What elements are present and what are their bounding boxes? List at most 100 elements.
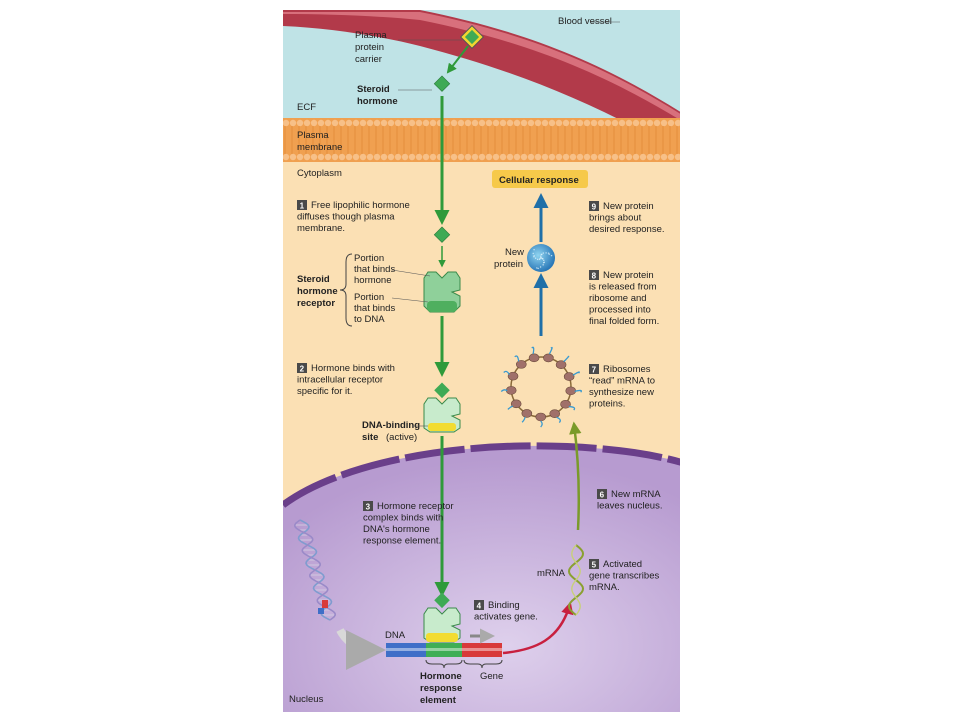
ribosome xyxy=(507,399,522,410)
arrow-dna-to-strand xyxy=(336,627,386,670)
step-text-line: Free lipophilic hormone xyxy=(311,200,410,211)
label-ecf: ECF xyxy=(297,102,316,113)
step-text-line: diffuses though plasma xyxy=(297,212,395,223)
step-number: 1 xyxy=(300,202,305,211)
steroid-hormone-molecule xyxy=(433,75,451,92)
membrane-lipids xyxy=(283,119,680,161)
step-text-line: New protein xyxy=(603,201,654,212)
step-number: 4 xyxy=(477,602,482,611)
label-binds-dna-3: to DNA xyxy=(354,314,385,325)
label-carrier-3: carrier xyxy=(355,54,382,65)
label-binds-hormone-1: Portion xyxy=(354,253,384,264)
label-cytoplasm: Cytoplasm xyxy=(297,168,342,179)
arrow-mrna-leaves-nucleus xyxy=(569,421,582,531)
hre-brace xyxy=(425,659,463,669)
step-text-line: specific for it. xyxy=(297,386,352,397)
label-receptor-1: Steroid xyxy=(297,274,330,285)
label-binds-dna-2: that binds xyxy=(354,303,395,314)
step-text-line: DNA's hormone xyxy=(363,524,430,535)
label-binds-dna-1: Portion xyxy=(354,292,384,303)
label-new-protein-1: New xyxy=(505,247,524,258)
step-number: 3 xyxy=(366,503,371,512)
step-text-line: final folded form. xyxy=(589,316,659,327)
dna-helix xyxy=(293,519,337,621)
ribosome-ring xyxy=(500,346,583,428)
receptor-brace xyxy=(339,253,353,327)
ribosome xyxy=(563,371,580,381)
step-text-line: membrane. xyxy=(297,223,345,234)
dna-segment-hre xyxy=(426,643,462,657)
step-text-line: “read” mRNA to xyxy=(589,376,655,387)
label-hre-3: element xyxy=(420,695,457,706)
plasma-protein-carrier xyxy=(459,24,485,50)
ribosome xyxy=(555,355,570,370)
label-mrna: mRNA xyxy=(537,568,566,579)
step-text-line: proteins. xyxy=(589,399,625,410)
ribosome xyxy=(549,409,561,424)
nuclear-envelope xyxy=(283,442,680,508)
step-number-badge xyxy=(297,200,307,210)
cellular-response-box xyxy=(492,170,588,188)
step-number: 9 xyxy=(592,203,597,212)
ribosome xyxy=(503,370,519,381)
label-carrier-1: Plasma xyxy=(355,30,387,41)
dna-segment-gene xyxy=(462,643,502,657)
step-text-line: is released from xyxy=(589,282,657,293)
complex-on-dna xyxy=(423,592,461,643)
arrow-carrier-to-hormone xyxy=(446,45,469,74)
step-number-badge xyxy=(589,270,599,280)
ribosome xyxy=(528,346,540,363)
label-binds-hormone-2: that binds xyxy=(354,264,395,275)
hormone-receptor-complex xyxy=(423,382,461,433)
gene-brace xyxy=(463,659,503,669)
dna-strand xyxy=(386,643,502,657)
step-number-badge xyxy=(589,559,599,569)
step-text-line: New mRNA xyxy=(611,489,661,500)
step-number-badge xyxy=(589,364,599,374)
label-steroid-hormone-1: Steroid xyxy=(357,84,390,95)
blood-vessel-highlight xyxy=(283,12,680,120)
label-nucleus: Nucleus xyxy=(289,694,324,705)
label-dna-binding-site-1: DNA-binding xyxy=(362,420,420,431)
step-number: 7 xyxy=(592,366,597,375)
step-text-line: leaves nucleus. xyxy=(597,501,662,512)
arrow-transcription xyxy=(502,601,574,655)
step-text-line: Hormone receptor xyxy=(377,501,454,512)
step-text-line: brings about xyxy=(589,213,642,224)
step-number-badge xyxy=(589,201,599,211)
step-number: 5 xyxy=(592,561,597,570)
label-carrier-2: protein xyxy=(355,42,384,53)
free-hormone-molecule xyxy=(433,226,451,243)
step-text-line: desired response. xyxy=(589,224,665,235)
ribosome xyxy=(565,386,583,396)
ribosome xyxy=(521,409,533,423)
step-text-line: Hormone binds with xyxy=(311,363,395,374)
ribosome xyxy=(560,399,576,411)
step-text-line: Ribosomes xyxy=(603,364,651,375)
ribosome xyxy=(500,386,517,395)
ribosome xyxy=(514,355,527,369)
label-dna-binding-site-3: (active) xyxy=(386,432,417,443)
step-text-line: gene transcribes xyxy=(589,571,659,582)
step-number-badge xyxy=(474,600,484,610)
step-text-line: complex binds with xyxy=(363,513,443,524)
label-hre-1: Hormone xyxy=(420,671,462,682)
dna-segment-blue xyxy=(386,643,426,657)
label-dna: DNA xyxy=(385,630,406,641)
label-dna-binding-site-2: site xyxy=(362,432,378,443)
protein-texture xyxy=(532,249,553,270)
steroid-hormone-receptor xyxy=(423,271,461,313)
label-plasma-membrane-1: Plasma xyxy=(297,130,329,141)
mrna-strand xyxy=(567,544,585,616)
label-gene: Gene xyxy=(480,671,503,682)
step-text-line: processed into xyxy=(589,305,651,316)
step-number-badge xyxy=(597,489,607,499)
